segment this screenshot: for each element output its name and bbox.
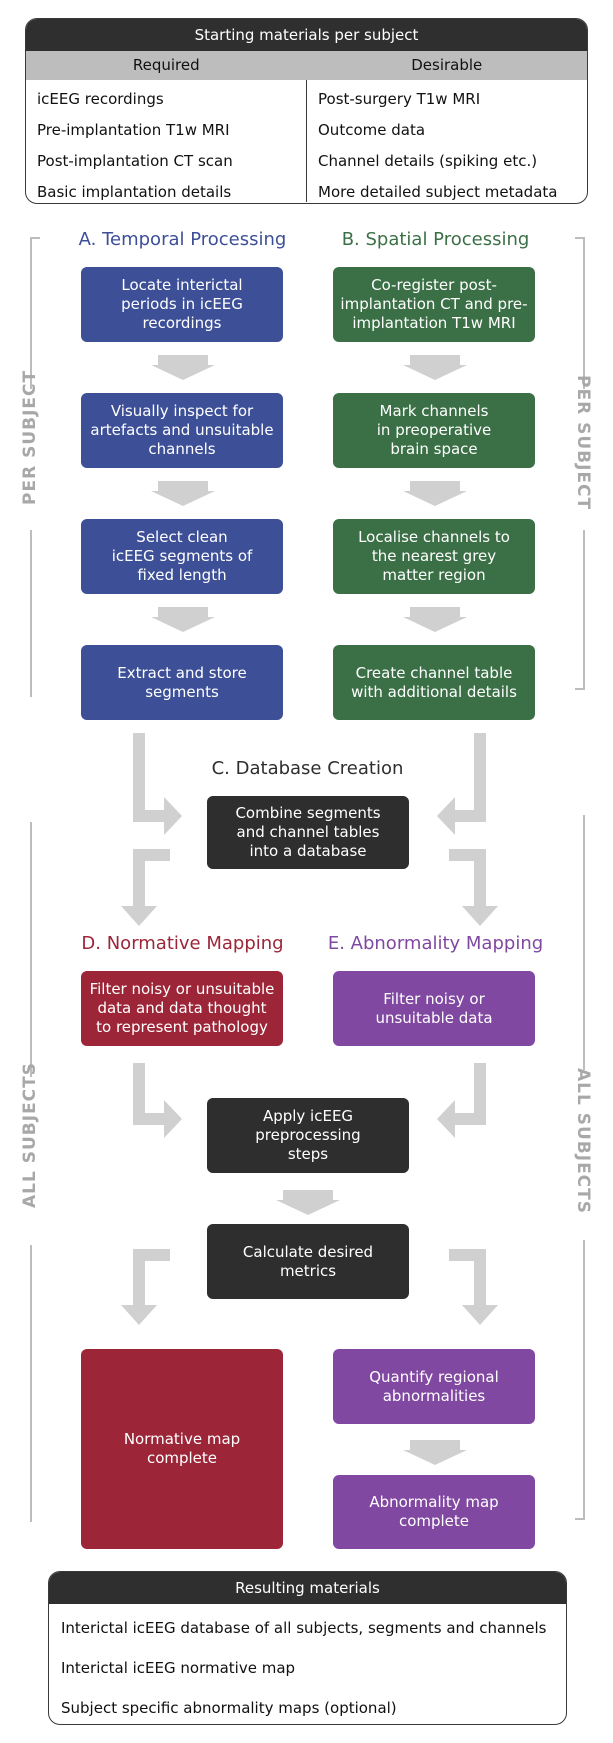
step-abnormality-map-complete: Abnormality map complete [333,1475,535,1549]
all-subjects-line-left-top [30,822,32,1077]
step-locate-interictal: Locate interictal periods in icEEG recor… [81,267,283,342]
resulting-item: Subject specific abnormality maps (optio… [61,1699,397,1717]
resulting-materials-table: Resulting materials Interictal icEEG dat… [48,1571,567,1725]
step-apply-preprocessing: Apply icEEG preprocessing steps [207,1098,409,1173]
arrow-down-b2 [403,481,467,506]
required-item: icEEG recordings [37,90,164,108]
arrow-elbow-left-f [133,1063,182,1138]
step-create-channel-table: Create channel table with additional det… [333,645,535,720]
step-extract-segments: Extract and store segments [81,645,283,720]
heading-normative-mapping: D. Normative Mapping [81,933,284,954]
resulting-item: Interictal icEEG normative map [61,1659,296,1677]
all-subjects-tick-right-bottom [575,1518,585,1520]
arrow-down-a3 [151,607,215,632]
heading-database-creation: C. Database Creation [211,758,404,779]
all-subjects-line-left-bottom [30,1245,32,1522]
step-filter-normative: Filter noisy or unsuitable data and data… [81,971,283,1046]
required-header: Required [132,56,200,74]
heading-abnormality-mapping: E. Abnormality Mapping [327,933,544,954]
arrow-down-f [276,1190,340,1215]
per-subject-tick-right-bottom [575,688,585,690]
arrow-down-e3 [403,1440,467,1465]
starting-materials-title: Starting materials per subject [26,19,587,51]
starting-materials-table: Starting materials per subject Required … [25,18,588,204]
desirable-item: Post-surgery T1w MRI [318,90,481,108]
step-mark-channels: Mark channels in preoperative brain spac… [333,393,535,468]
required-item: Post-implantation CT scan [37,152,233,170]
arrow-down-a1 [151,355,215,380]
desirable-column: Post-surgery T1w MRI Outcome data Channe… [306,80,587,202]
per-subject-line-right-top [583,237,585,389]
all-subjects-line-right-bottom [583,1240,585,1520]
all-subjects-label-left: ALL SUBJECTS [20,1062,40,1208]
per-subject-line-right-bottom [583,530,585,690]
heading-temporal-processing: A. Temporal Processing [78,229,287,250]
heading-spatial-processing: B. Spatial Processing [341,229,530,250]
step-co-register: Co-register post- implantation CT and pr… [333,267,535,342]
arrow-elbow-right-f [437,1063,486,1138]
step-select-segments: Select clean icEEG segments of fixed len… [81,519,283,594]
arrow-elbow-down-e2 [449,1249,498,1325]
per-subject-tick-left-top [30,237,40,239]
per-subject-line-left-bottom [30,530,32,697]
required-column: icEEG recordings Pre-implantation T1w MR… [26,80,306,202]
arrow-down-b1 [403,355,467,380]
step-quantify-abnormalities: Quantify regional abnormalities [333,1349,535,1424]
arrow-elbow-right-c [437,733,486,835]
arrow-elbow-left-c [133,733,182,835]
required-item: Basic implantation details [37,183,232,201]
arrow-elbow-down-e [449,849,498,926]
per-subject-line-left-top [30,237,32,389]
resulting-materials-title: Resulting materials [49,1572,566,1604]
arrow-elbow-down-d [121,849,170,926]
required-item: Pre-implantation T1w MRI [37,121,230,139]
step-normative-map-complete: Normative map complete [81,1349,283,1549]
arrow-elbow-down-d2 [121,1249,170,1325]
step-filter-abnormality: Filter noisy or unsuitable data [333,971,535,1046]
desirable-item: More detailed subject metadata [318,183,558,201]
all-subjects-line-right-top [583,815,585,1070]
desirable-item: Outcome data [318,121,426,139]
all-subjects-label-right: ALL SUBJECTS [573,1068,593,1214]
per-subject-label-left: PER SUBJECT [20,369,40,505]
desirable-header: Desirable [411,56,483,74]
arrow-down-a2 [151,481,215,506]
step-visual-inspect: Visually inspect for artefacts and unsui… [81,393,283,468]
step-combine-database: Combine segments and channel tables into… [207,796,409,869]
starting-materials-header: Required Desirable [26,51,587,80]
per-subject-tick-right-top [575,237,585,239]
per-subject-label-right: PER SUBJECT [573,375,593,511]
desirable-item: Channel details (spiking etc.) [318,152,538,170]
arrow-down-b3 [403,607,467,632]
resulting-item: Interictal icEEG database of all subject… [61,1619,547,1637]
step-calculate-metrics: Calculate desired metrics [207,1224,409,1299]
step-localise-channels: Localise channels to the nearest grey ma… [333,519,535,594]
